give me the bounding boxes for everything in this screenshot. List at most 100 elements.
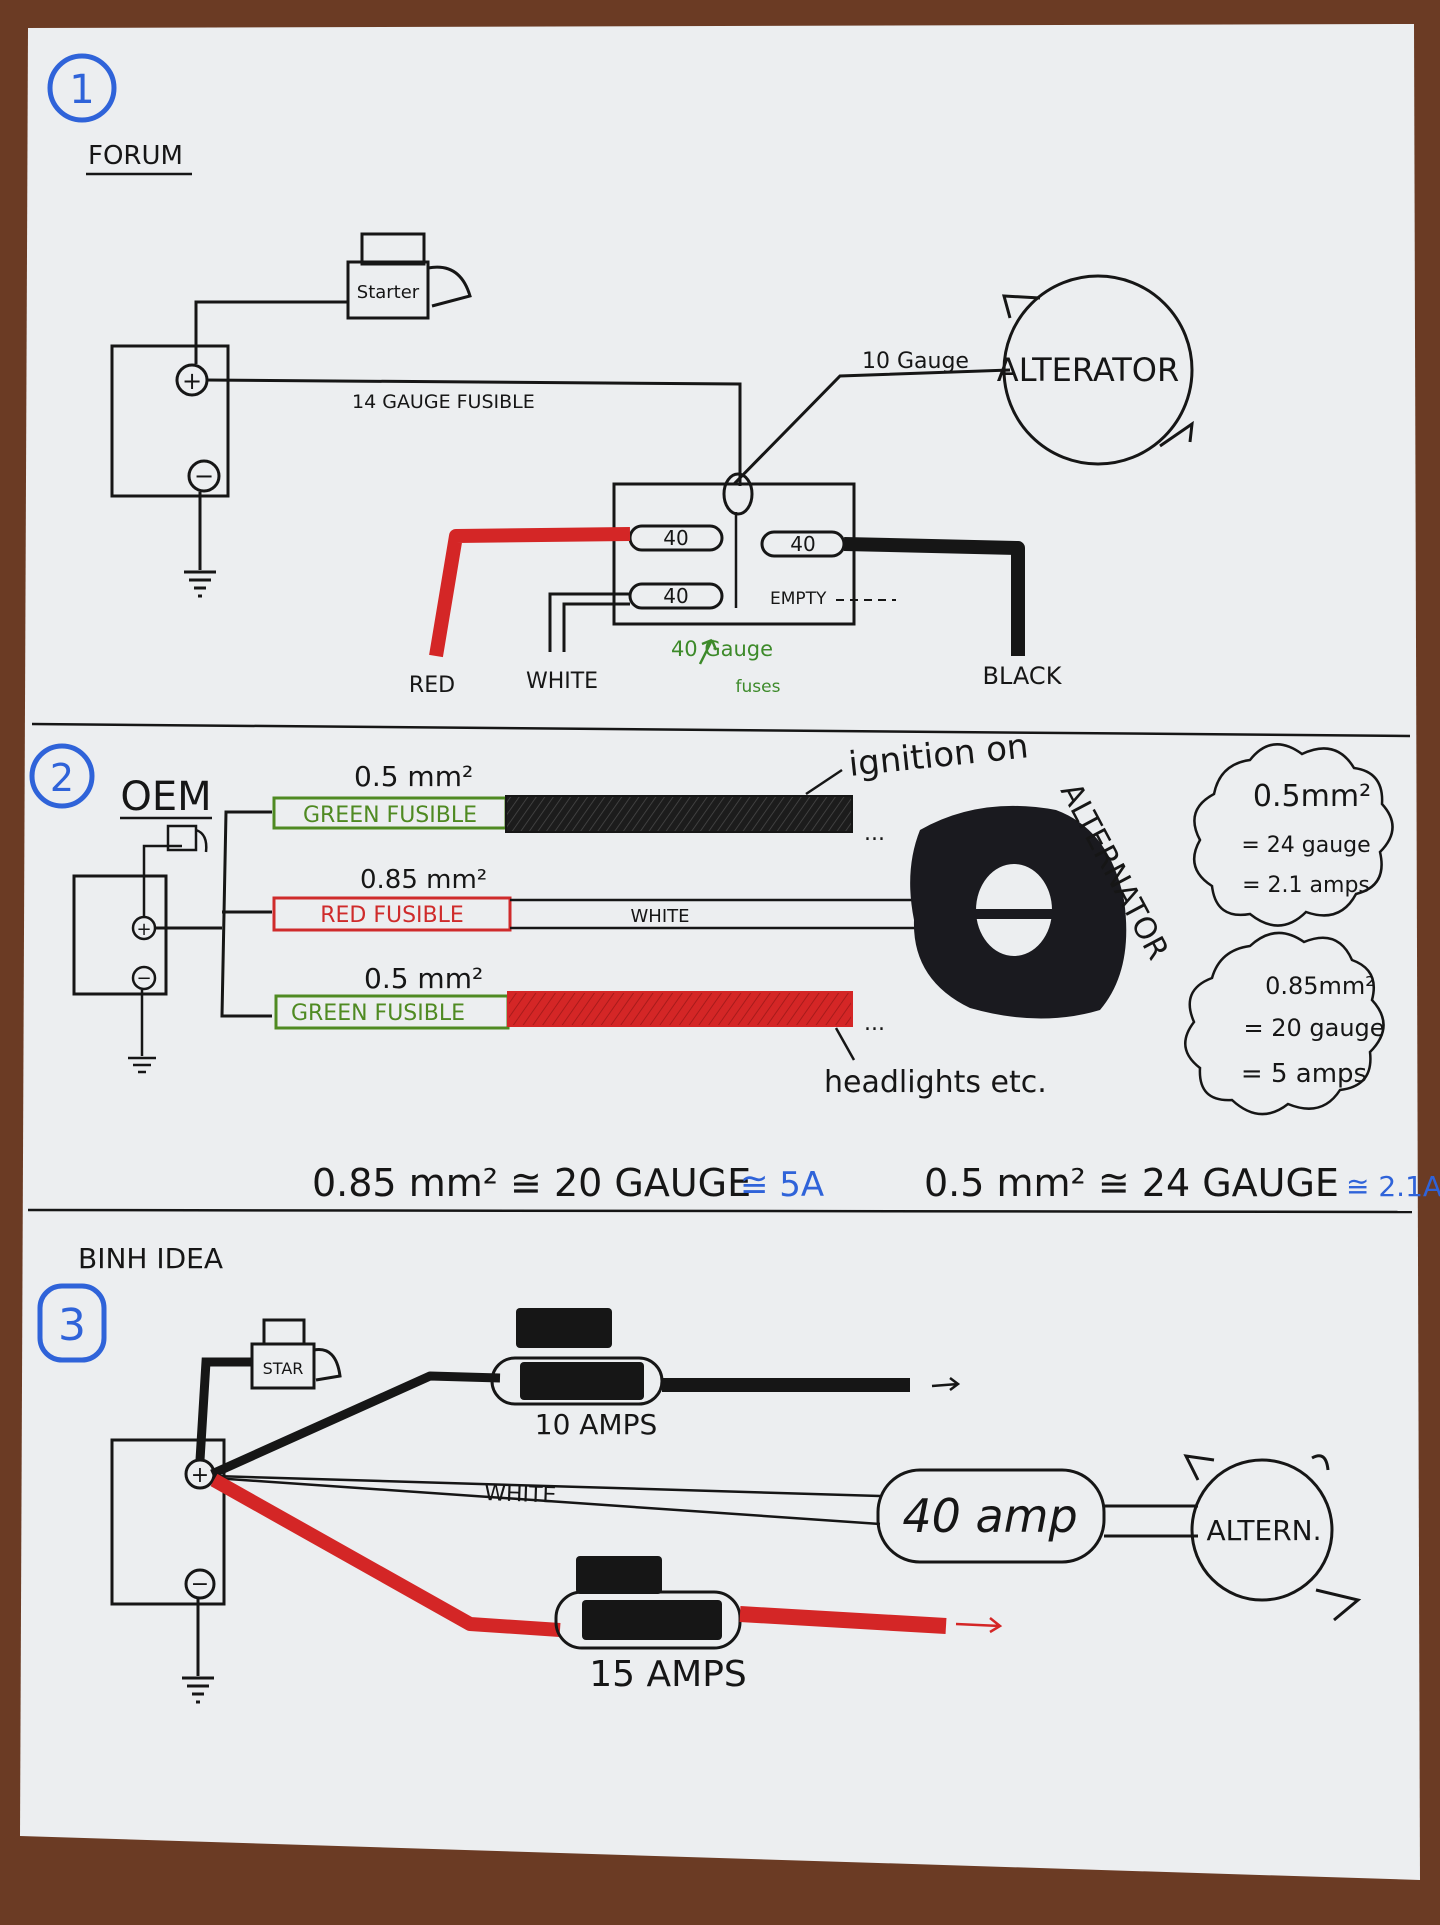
arrow-right-icon <box>931 1377 961 1391</box>
section-1-number: 1 <box>69 67 94 113</box>
section-3-binh-idea: BINH IDEA 3 + − STAR 10 AMPS <box>37 1242 1362 1704</box>
fuse-note-arrow <box>698 638 718 665</box>
battery-to-starter-wire <box>194 300 348 364</box>
wire-1-black-wire <box>505 795 853 833</box>
white-wire-outline-b <box>562 602 630 652</box>
wire-white-label: WHITE <box>526 669 598 694</box>
cloud-1-line-2: = 24 gauge <box>1241 833 1370 858</box>
battery-1 <box>110 344 230 498</box>
cloud-2-line-3: = 5 amps <box>1241 1059 1367 1089</box>
main-fuse <box>876 1468 1106 1564</box>
divider-2 <box>27 1208 1413 1214</box>
fuse-top-label: 10 AMPS <box>535 1408 658 1441</box>
starter-body <box>346 260 430 320</box>
fuse-note-line2: fuses <box>736 677 781 697</box>
fuse-3-value: 40 <box>663 584 688 608</box>
plus-sign: + <box>191 1463 209 1488</box>
section-3-heading: BINH IDEA <box>78 1242 223 1275</box>
cloud-1 <box>1192 743 1394 927</box>
alternator-mount <box>1002 294 1041 319</box>
section-2-number: 2 <box>50 756 74 800</box>
fuse-box <box>612 482 856 626</box>
wire-red-label: RED <box>409 673 455 698</box>
white-wire-outline-a <box>548 592 630 652</box>
section-2-oem: 2 OEM + − 0.5 mm² GREEN FUSIBLE ... igni… <box>29 726 1440 1205</box>
minus-sign: − <box>136 968 151 989</box>
alternator-mount <box>1315 1588 1362 1622</box>
minus-sign: − <box>194 462 214 490</box>
wire-2-fuse-label: RED FUSIBLE <box>320 903 464 928</box>
fuse-2-value: 40 <box>790 532 815 556</box>
starter-mini-gear <box>195 828 208 853</box>
alternator-mount <box>1183 1454 1215 1481</box>
main-fuse-label: 40 amp <box>902 1489 1077 1543</box>
starter-label: STAR <box>263 1359 304 1378</box>
section-2-number-circle <box>29 743 95 809</box>
spare-fuse-top <box>516 1308 612 1348</box>
wire-1-fuse-label: GREEN FUSIBLE <box>303 803 477 828</box>
arrow-right-icon <box>955 1617 1003 1634</box>
paper-sheet <box>20 24 1420 1880</box>
plus-sign: + <box>182 367 202 395</box>
divider-1 <box>31 722 1411 738</box>
wire-3-fuse-label: GREEN FUSIBLE <box>291 1001 465 1026</box>
section-2-heading: OEM <box>120 774 211 820</box>
alternator-1-label: ALTERATOR <box>997 351 1179 389</box>
battery-to-starter-wire <box>195 1357 252 1461</box>
starter-gear <box>313 1348 342 1382</box>
conversion-1-amps: ≅ 5A <box>740 1165 824 1205</box>
minus-sign: − <box>191 1572 209 1597</box>
wire-3-size: 0.5 mm² <box>364 962 483 995</box>
feed-bus <box>220 810 272 1018</box>
fuse-1-value: 40 <box>663 526 688 550</box>
wire-black-label: BLACK <box>983 662 1063 690</box>
headlights-pointer <box>834 1027 856 1061</box>
ground-icon <box>128 990 156 1074</box>
alternator-3 <box>1190 1458 1334 1602</box>
alternator-mount <box>1311 1454 1330 1471</box>
conversion-2: 0.5 mm² ≅ 24 GAUGE <box>924 1161 1339 1205</box>
battery-minus-terminal <box>187 459 221 493</box>
fusible-wire <box>205 378 742 486</box>
section-1-heading: FORUM <box>88 141 183 171</box>
wire-3-continues: ... <box>864 1011 885 1036</box>
gauge-label: 10 Gauge <box>862 349 969 374</box>
starter-cap <box>360 232 426 266</box>
fuse-note-line1: 40 Gauge <box>671 637 773 661</box>
starter-label: Starter <box>357 282 420 303</box>
fuse-bottom <box>582 1600 722 1640</box>
cloud-2-line-2: = 20 gauge <box>1243 1014 1384 1042</box>
red-wire-out <box>739 1606 947 1634</box>
black-wire-out <box>662 1378 910 1392</box>
fusible-label: 14 GAUGE FUSIBLE <box>352 391 535 413</box>
wire-2-size: 0.85 mm² <box>360 865 487 895</box>
black-wire <box>210 1371 501 1479</box>
alternator-3-label: ALTERN. <box>1207 1514 1322 1547</box>
section-3-number: 3 <box>58 1300 86 1351</box>
wire-2-label: WHITE <box>630 906 689 927</box>
battery-2 <box>72 874 168 996</box>
alternator-mount <box>1159 420 1194 448</box>
wire-3-red-wire <box>507 991 853 1027</box>
cloud-2 <box>1184 931 1385 1116</box>
ground-icon <box>182 1598 214 1704</box>
headlights-label: headlights etc. <box>824 1065 1047 1100</box>
plus-sign: + <box>136 919 151 940</box>
conversion-1: 0.85 mm² ≅ 20 GAUGE <box>312 1161 751 1205</box>
white-wire-top <box>213 1474 881 1498</box>
section-1-number-circle <box>47 53 117 123</box>
section-1-forum: 1 FORUM + − Starter 14 GAUGE FUSIBLE ALT… <box>47 53 1194 698</box>
white-wire-label: WHITE <box>484 1481 557 1509</box>
empty-slot-label: EMPTY <box>770 589 827 609</box>
battery-3 <box>110 1438 226 1606</box>
alternator-wire <box>732 368 1011 486</box>
starter-gear <box>427 265 472 308</box>
cloud-2-line-1: 0.85mm² <box>1265 972 1375 1000</box>
section-3-number-box <box>37 1283 107 1363</box>
spare-fuse-bottom <box>576 1556 662 1594</box>
cloud-1-line-1: 0.5mm² <box>1253 779 1371 814</box>
battery-minus-terminal <box>184 1568 216 1600</box>
wire-2-fuse <box>272 896 512 932</box>
